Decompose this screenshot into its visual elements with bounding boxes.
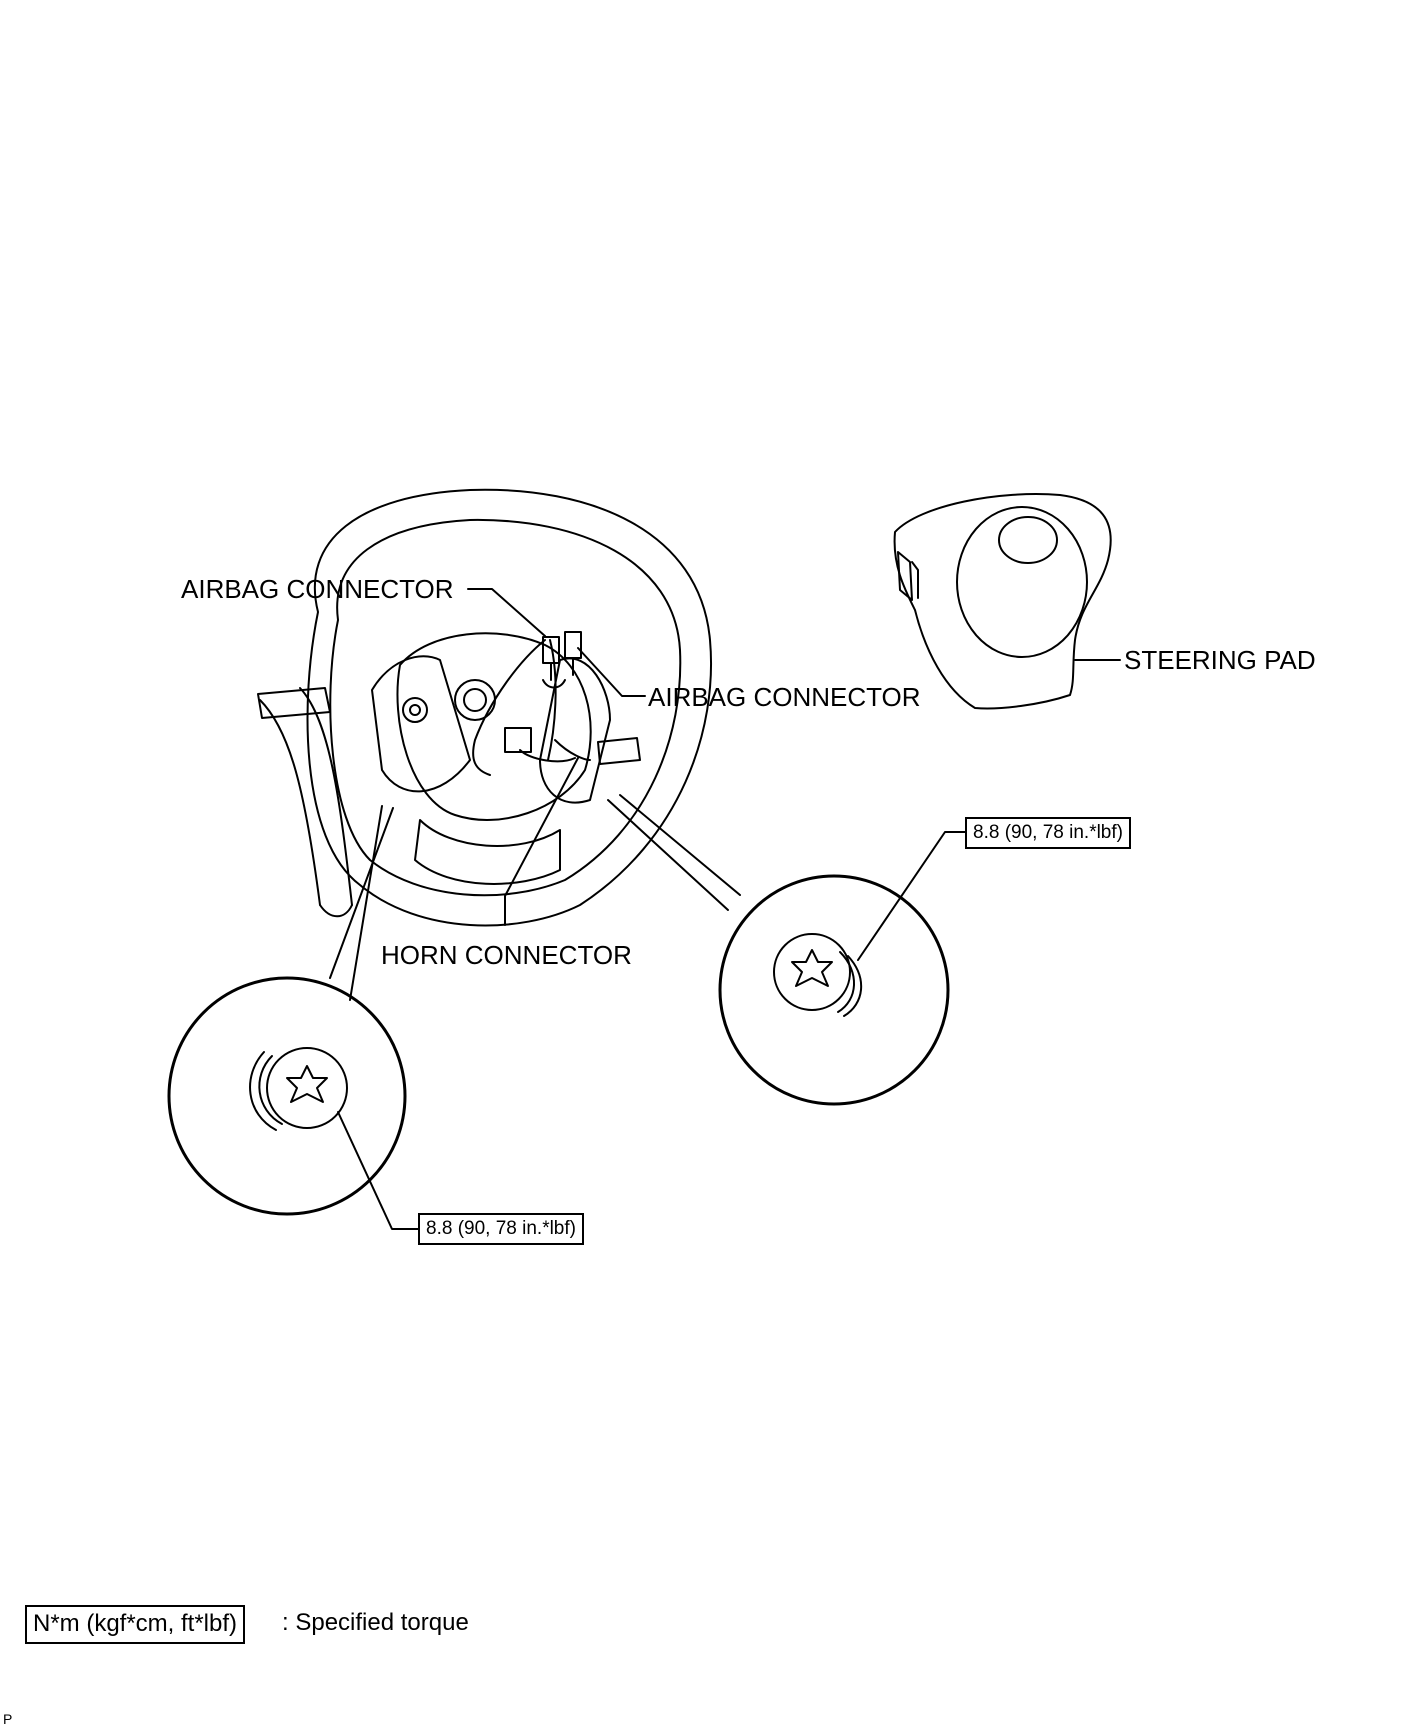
horn-connector-label: HORN CONNECTOR (381, 940, 632, 970)
star-head-left-icon (286, 1065, 328, 1103)
steering-pad-label: STEERING PAD (1124, 645, 1316, 675)
star-head-right-icon (791, 949, 833, 987)
airbag-connector-parts (542, 631, 582, 689)
bolt-left (249, 1047, 348, 1131)
torque-spec-left: 8.8 (90, 78 in.*lbf) (418, 1213, 584, 1245)
leader-lines (329, 588, 1121, 1230)
legend-description: : Specified torque (282, 1609, 469, 1636)
bolt-right (773, 933, 863, 1017)
detail-circle-right (718, 874, 950, 1106)
airbag-connector-upper-label: AIRBAG CONNECTOR (181, 574, 454, 604)
steering-pad-illustration (893, 493, 1112, 710)
steering-wheel-illustration (257, 488, 712, 927)
legend-unit-box: N*m (kgf*cm, ft*lbf) (25, 1605, 246, 1644)
torque-spec-right: 8.8 (90, 78 in.*lbf) (965, 817, 1131, 849)
airbag-connector-lower-label: AIRBAG CONNECTOR (648, 682, 921, 712)
footer-code: P (3, 1711, 13, 1727)
detail-circle-left (167, 976, 407, 1216)
